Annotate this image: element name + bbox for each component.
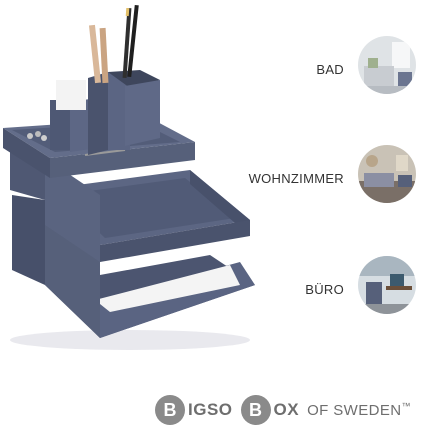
brand-word-box: OX <box>273 400 300 419</box>
room-thumbnail-bad <box>358 36 416 94</box>
trademark-symbol: ™ <box>401 401 411 411</box>
product-image-desk-organizer <box>3 4 255 350</box>
brand-letter-b-circle: B <box>155 395 185 425</box>
room-label-bad: BAD <box>316 62 344 77</box>
brand-tagline: OF SWEDEN™ <box>307 401 411 419</box>
room-thumbnail-buero <box>358 256 416 314</box>
brand-letter-b-circle-2: B <box>240 395 271 425</box>
brand-word-bigso: IGSO <box>188 400 233 419</box>
room-label-wohnzimmer: WOHNZIMMER <box>248 171 344 186</box>
brand-logo: B IGSO B OX OF SWEDEN™ <box>155 392 411 428</box>
room-label-buero: BÜRO <box>305 282 344 297</box>
room-thumbnail-wohnzimmer <box>358 145 416 203</box>
